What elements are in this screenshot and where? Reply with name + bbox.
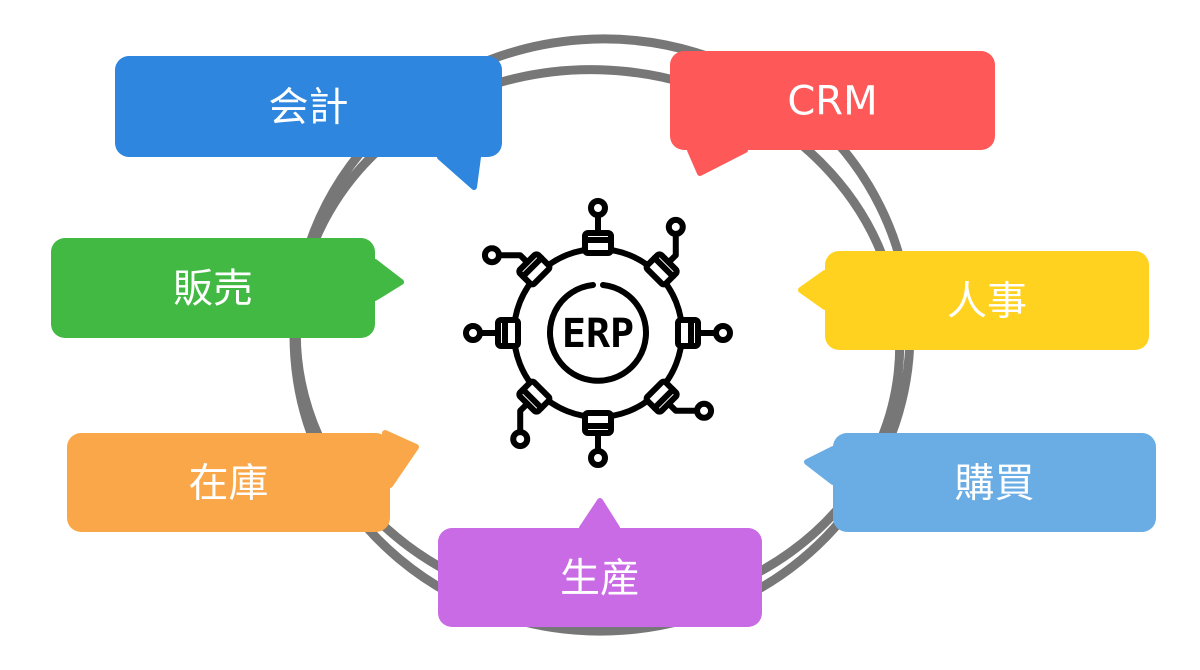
bubble-box <box>67 433 390 532</box>
circuit-connector <box>510 378 553 450</box>
bubble-tail <box>687 147 748 176</box>
module-bubble-purchasing: 購買 <box>804 433 1156 532</box>
bubble-box <box>833 433 1156 532</box>
bubble-box <box>115 56 502 157</box>
bubble-tail <box>798 270 828 310</box>
module-bubble-sales: 販売 <box>51 238 404 338</box>
circuit-connector <box>643 216 686 288</box>
bubble-tail <box>579 498 620 531</box>
circuit-connector <box>643 378 715 421</box>
bubble-box <box>825 251 1149 350</box>
module-label-crm: CRM <box>787 79 877 125</box>
module-bubble-accounting: 会計 <box>115 56 502 190</box>
module-label-hr: 人事 <box>947 279 1027 325</box>
module-bubble-hr: 人事 <box>798 251 1149 350</box>
circuit-connector <box>481 245 553 288</box>
module-bubble-inventory: 在庫 <box>67 430 419 532</box>
module-label-production: 生産 <box>560 556 640 602</box>
bubble-tail <box>804 446 836 485</box>
circuit-connector <box>582 198 614 256</box>
bubble-box <box>51 238 375 338</box>
erp-label: ERP <box>562 311 634 357</box>
erp-center-icon: ERP <box>463 198 733 468</box>
circuit-connector <box>675 317 733 349</box>
circuit-connector <box>582 410 614 468</box>
module-label-accounting: 会計 <box>269 85 349 131</box>
module-bubble-crm: CRM <box>670 51 995 176</box>
bubble-tail <box>372 259 404 301</box>
circuit-connector <box>463 317 521 349</box>
module-label-inventory: 在庫 <box>189 461 269 507</box>
module-bubble-production: 生産 <box>438 498 762 627</box>
inner-circle <box>547 282 649 384</box>
module-label-sales: 販売 <box>173 266 253 312</box>
module-label-purchasing: 購買 <box>955 461 1035 507</box>
bubble-box <box>438 528 762 627</box>
bubble-tail <box>437 154 481 190</box>
bubble-box <box>670 51 995 150</box>
